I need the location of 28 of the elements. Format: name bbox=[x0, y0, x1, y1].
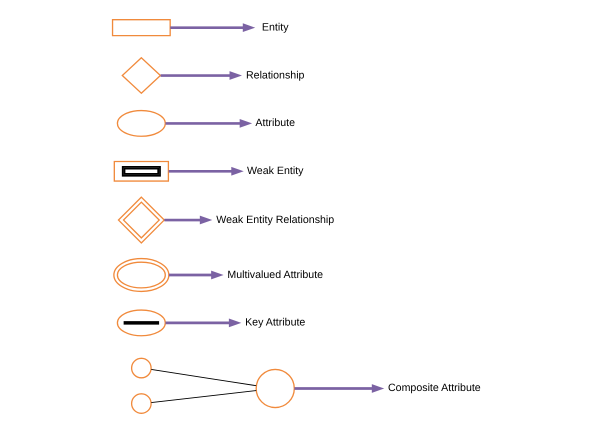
node-ellipse bbox=[112, 258, 169, 292]
node-box bbox=[111, 19, 170, 36]
arrow bbox=[160, 71, 242, 80]
arrow bbox=[168, 166, 244, 176]
node-text: Composite Attribute bbox=[388, 382, 480, 394]
node-ellipse bbox=[116, 309, 166, 336]
node-ellipse bbox=[116, 110, 166, 137]
arrow bbox=[170, 23, 255, 32]
node-circle bbox=[130, 393, 152, 414]
node-diamond bbox=[117, 196, 165, 244]
connector bbox=[150, 390, 256, 403]
node-text: Key Attribute bbox=[244, 316, 305, 329]
node-diamond bbox=[120, 56, 161, 94]
node-circle bbox=[255, 368, 294, 408]
arrow bbox=[165, 318, 241, 328]
node-text: Weak Entity Relationship bbox=[216, 214, 334, 226]
arrow bbox=[168, 270, 224, 280]
node-text: Weak Entity bbox=[246, 165, 303, 178]
node-circle bbox=[130, 358, 152, 379]
node-text: Multivalued Attribute bbox=[226, 268, 323, 281]
arrow bbox=[165, 119, 252, 128]
arrow bbox=[164, 216, 212, 224]
node-text: Attribute bbox=[254, 117, 295, 130]
node-text: Relationship bbox=[245, 69, 304, 82]
arrow bbox=[294, 384, 384, 393]
connector bbox=[150, 369, 256, 386]
node-text: Entity bbox=[261, 21, 288, 34]
node-box bbox=[113, 160, 169, 182]
